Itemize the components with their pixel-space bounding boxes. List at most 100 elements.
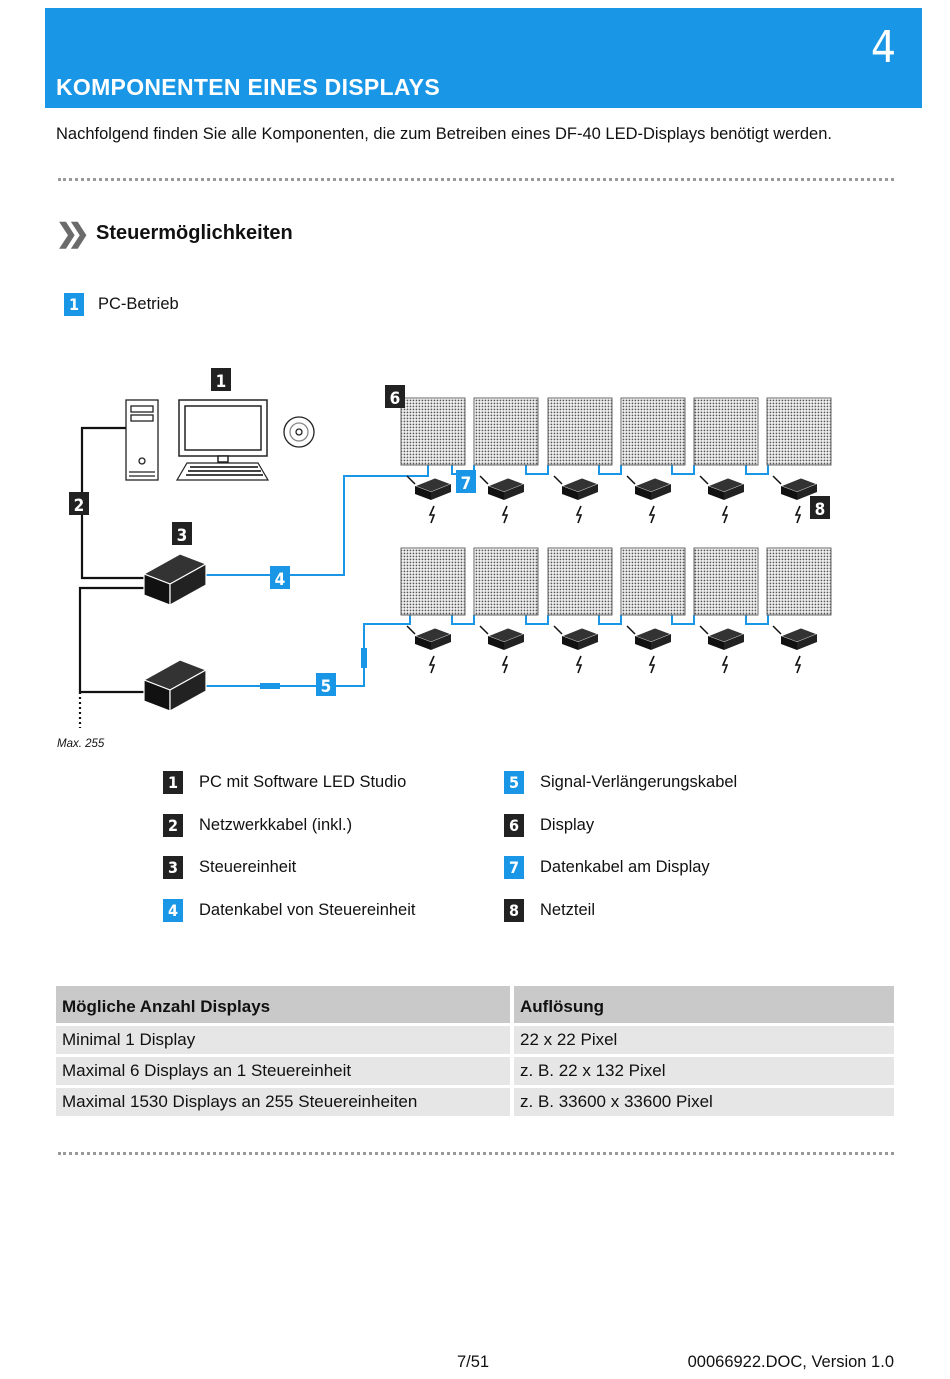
- power-supply: [479, 475, 526, 500]
- keyboard: [175, 462, 270, 481]
- lightning-icon: [794, 655, 802, 674]
- control-unit: [142, 553, 208, 607]
- legend-item: 7 Datenkabel am Display: [504, 856, 710, 879]
- callout-7: 7: [456, 470, 476, 494]
- table-row: Maximal 1530 Displays an 255 Steuereinhe…: [56, 1088, 894, 1116]
- table-cell: Maximal 6 Displays an 1 Steuereinheit: [56, 1057, 514, 1085]
- lightning-icon: [575, 655, 583, 674]
- legend-item: 4 Datenkabel von Steuereinheit: [163, 899, 415, 922]
- callout-4: 4: [270, 566, 290, 590]
- table-cell: z. B. 33600 x 33600 Pixel: [514, 1088, 894, 1116]
- power-supply: [772, 625, 819, 650]
- legend-label: PC mit Software LED Studio: [199, 773, 407, 791]
- legend-label: Datenkabel am Display: [540, 858, 710, 876]
- power-supply: [406, 625, 453, 650]
- led-display-panel: [693, 547, 759, 616]
- callout-1: 1: [211, 368, 231, 392]
- led-display-panel: [547, 547, 613, 616]
- lightning-icon: [648, 655, 656, 674]
- legend-item: 2 Netzwerkkabel (inkl.): [163, 814, 352, 837]
- subsection-number-badge: 1: [64, 293, 84, 316]
- table-row: Minimal 1 Display 22 x 22 Pixel: [56, 1026, 894, 1054]
- led-display-panel: [620, 547, 686, 616]
- intro-text: Nachfolgend finden Sie alle Komponenten,…: [56, 125, 832, 143]
- column-header: Auflösung: [514, 986, 894, 1023]
- table-cell: z. B. 22 x 132 Pixel: [514, 1057, 894, 1085]
- legend-number: 2: [163, 814, 183, 837]
- led-display-panel: [400, 547, 466, 616]
- svg-text:3: 3: [177, 526, 188, 546]
- dotted-divider: [58, 178, 894, 181]
- legend-item: 1 PC mit Software LED Studio: [163, 771, 406, 794]
- max-note: Max. 255: [57, 738, 105, 750]
- svg-text:7: 7: [461, 474, 472, 494]
- led-display-panel: [766, 397, 832, 466]
- callout-6: 6: [385, 385, 405, 409]
- svg-text:5: 5: [321, 677, 332, 697]
- pc-tower: [125, 399, 159, 481]
- extension-connector: [260, 683, 280, 689]
- legend-label: Steuereinheit: [199, 858, 297, 876]
- power-supply: [699, 625, 746, 650]
- legend-number: 4: [163, 899, 183, 922]
- lightning-icon: [721, 655, 729, 674]
- svg-text:4: 4: [275, 570, 286, 590]
- table-row: Maximal 6 Displays an 1 Steuereinheit z.…: [56, 1057, 894, 1085]
- led-display-panel: [473, 397, 539, 466]
- double-chevron-icon: ❯❯: [56, 218, 90, 248]
- svg-text:6: 6: [390, 389, 401, 409]
- lightning-icon: [428, 505, 436, 524]
- power-supply: [626, 475, 673, 500]
- legend-number: 7: [504, 856, 524, 879]
- section-heading: ❯❯ Steuermöglichkeiten: [56, 220, 293, 246]
- legend-item: 3 Steuereinheit: [163, 856, 296, 879]
- control-unit: [142, 659, 208, 713]
- page-title: KOMPONENTEN EINES DISPLAYS: [56, 74, 440, 100]
- callout-5: 5: [316, 673, 336, 697]
- lightning-icon: [501, 505, 509, 524]
- legend-label: Netzteil: [540, 901, 596, 919]
- dotted-divider: [58, 1152, 894, 1155]
- power-supply: [626, 625, 673, 650]
- lightning-icon: [501, 655, 509, 674]
- power-supply: [553, 475, 600, 500]
- page-number: 7/51: [457, 1353, 490, 1371]
- legend-number: 8: [504, 899, 524, 922]
- document-id: 00066922.DOC, Version 1.0: [687, 1353, 894, 1371]
- section-title: Steuermöglichkeiten: [96, 221, 293, 244]
- chapter-header: 4 KOMPONENTEN EINES DISPLAYS: [45, 8, 922, 108]
- table-cell: Minimal 1 Display: [56, 1026, 514, 1054]
- legend-number: 1: [163, 771, 183, 794]
- led-display-panel: [400, 397, 466, 466]
- led-display-panel: [766, 547, 832, 616]
- lightning-icon: [794, 505, 802, 524]
- power-supply: [772, 475, 819, 500]
- subsection-label: PC-Betrieb: [98, 295, 179, 313]
- legend-item: 6 Display: [504, 814, 594, 837]
- system-diagram: 1 2 3 4 5 6 7 8: [69, 368, 832, 728]
- power-supply: [699, 475, 746, 500]
- led-display-panel: [620, 397, 686, 466]
- legend-label: Netzwerkkabel (inkl.): [199, 816, 353, 834]
- display-count-table: Mögliche Anzahl Displays Auflösung Minim…: [56, 983, 894, 1119]
- svg-text:8: 8: [815, 500, 826, 520]
- chapter-number: 4: [870, 22, 896, 73]
- legend-label: Signal-Verlängerungskabel: [540, 773, 738, 791]
- power-supply: [406, 475, 453, 500]
- column-header: Mögliche Anzahl Displays: [56, 986, 514, 1023]
- lightning-icon: [648, 505, 656, 524]
- lightning-icon: [575, 505, 583, 524]
- legend-label: Display: [540, 816, 595, 834]
- led-display-panel: [473, 547, 539, 616]
- power-supply: [479, 625, 526, 650]
- cd-icon: [283, 416, 315, 448]
- lightning-icon: [721, 505, 729, 524]
- lightning-icon: [428, 655, 436, 674]
- callout-8: 8: [810, 496, 830, 520]
- legend-item: 5 Signal-Verlängerungskabel: [504, 771, 737, 794]
- legend-label: Datenkabel von Steuereinheit: [199, 901, 416, 919]
- legend-item: 8 Netzteil: [504, 899, 595, 922]
- legend-number: 6: [504, 814, 524, 837]
- svg-text:2: 2: [74, 496, 85, 516]
- legend-number: 3: [163, 856, 183, 879]
